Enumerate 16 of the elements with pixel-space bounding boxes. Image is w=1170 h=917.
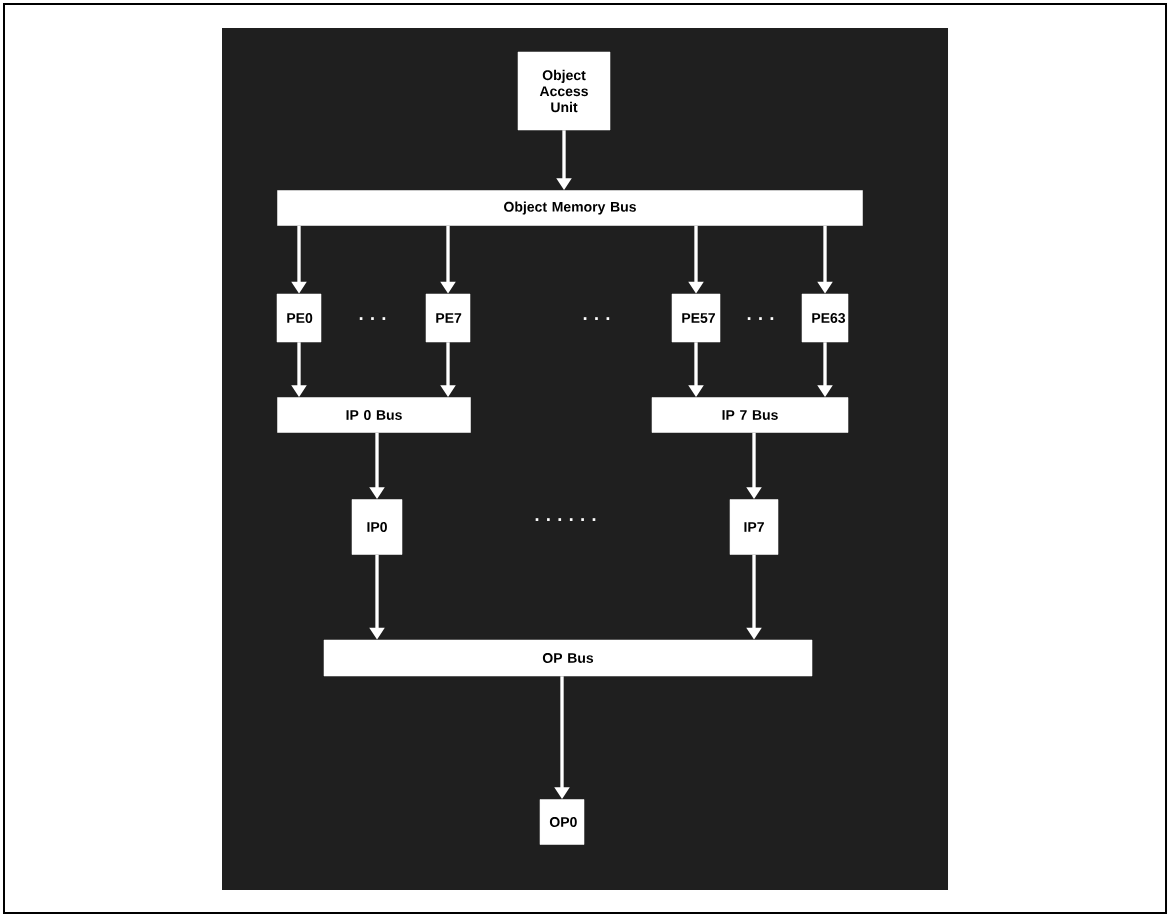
unit-box: Object Access Unit	[517, 51, 611, 131]
bus-box: IP 0 Bus	[277, 397, 471, 433]
bus-box: Object Memory Bus	[277, 190, 863, 226]
ellipsis-dots: · · ·	[583, 317, 610, 320]
unit-box: OP0	[539, 799, 585, 845]
unit-box: PE7	[425, 293, 471, 343]
unit-box: IP7	[729, 499, 779, 555]
unit-box: PE57	[671, 293, 721, 343]
ellipsis-dots: · · · · · ·	[535, 518, 596, 521]
unit-box: IP0	[351, 499, 403, 555]
bus-box: OP Bus	[323, 639, 813, 677]
ellipsis-dots: · · ·	[359, 317, 386, 320]
ellipsis-dots: · · ·	[747, 317, 774, 320]
unit-box: PE63	[801, 293, 849, 343]
unit-box: PE0	[276, 293, 322, 343]
bus-box: IP 7 Bus	[651, 397, 849, 433]
